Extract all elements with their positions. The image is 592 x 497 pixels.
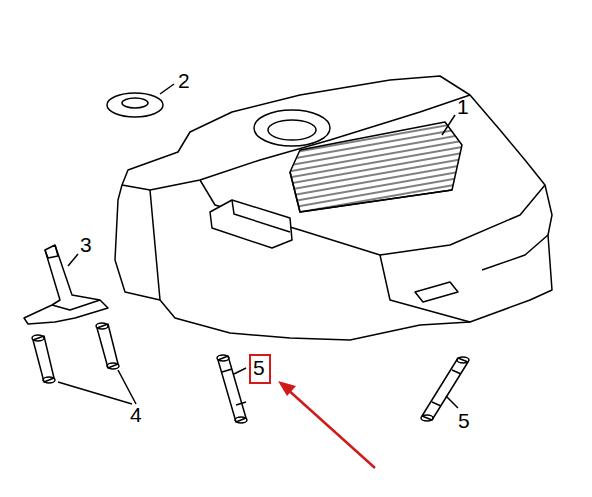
- highlight-box: 5: [249, 354, 271, 384]
- callout-number: 5: [253, 357, 269, 378]
- callout-number: 4: [130, 404, 142, 425]
- callout-number: 5: [458, 410, 470, 431]
- callout-number: 3: [80, 234, 92, 255]
- callout-number: 1: [457, 96, 469, 117]
- callout-number: 2: [178, 70, 190, 91]
